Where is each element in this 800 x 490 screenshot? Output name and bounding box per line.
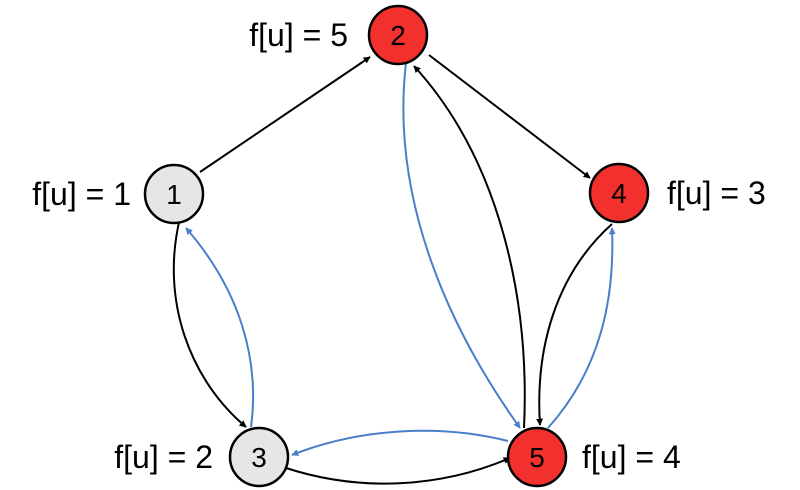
node-5-label: 5 xyxy=(529,442,545,473)
node-4-label: 4 xyxy=(611,178,627,209)
edge-2-to-4 xyxy=(428,54,591,179)
edge-1-to-2 xyxy=(199,56,371,173)
edge-2-to-5 xyxy=(402,62,521,429)
node-5: 5 f[u] = 4 xyxy=(506,426,681,488)
edge-3-to-5 xyxy=(285,457,511,485)
node-4-f-label: f[u] = 3 xyxy=(667,175,766,211)
node-4: 4 f[u] = 3 xyxy=(588,162,766,224)
edge-5-to-3 xyxy=(291,429,509,456)
node-3-circle xyxy=(228,426,290,488)
node-3-label: 3 xyxy=(251,442,267,473)
node-1-f-label: f[u] = 1 xyxy=(32,176,131,212)
node-1: 1 f[u] = 1 xyxy=(32,163,205,225)
node-5-circle xyxy=(506,426,568,488)
node-5-f-label: f[u] = 4 xyxy=(582,439,681,475)
edge-4-to-5 xyxy=(536,223,613,426)
edge-5-to-4 xyxy=(547,227,616,429)
edge-3-to-1 xyxy=(185,227,255,428)
node-2: 2 f[u] = 5 xyxy=(249,4,429,66)
edge-5-to-2 xyxy=(413,65,526,429)
node-2-f-label: f[u] = 5 xyxy=(249,17,348,53)
node-3: 3 f[u] = 2 xyxy=(114,426,290,488)
nodes-group: 1 f[u] = 1 2 f[u] = 5 3 f[u] = 2 4 f[u] … xyxy=(32,4,766,488)
node-2-label: 2 xyxy=(390,20,406,51)
node-2-circle xyxy=(367,4,429,66)
node-1-circle xyxy=(143,163,205,225)
node-3-f-label: f[u] = 2 xyxy=(114,439,213,475)
node-4-circle xyxy=(588,162,650,224)
edges-group xyxy=(172,54,616,485)
node-1-label: 1 xyxy=(166,179,182,210)
edge-1-to-3 xyxy=(172,217,247,428)
